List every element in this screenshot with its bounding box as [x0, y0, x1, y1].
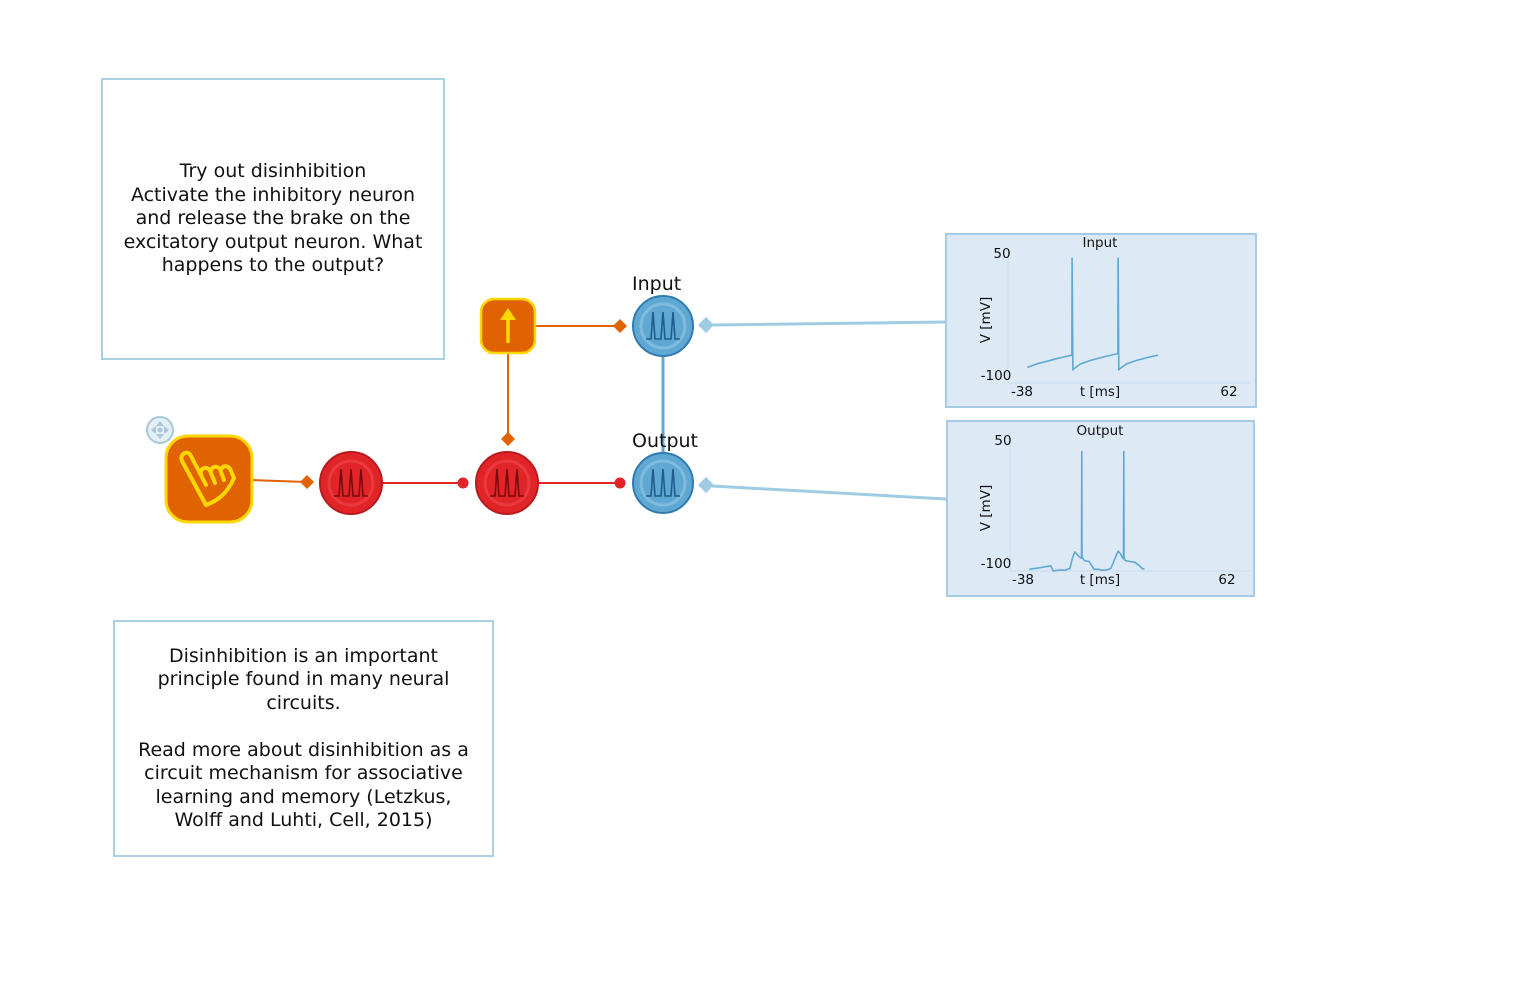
- pointing-hand-icon: [179, 450, 236, 507]
- plot-title: Input: [1083, 235, 1118, 251]
- input-neuron-label: Input: [632, 273, 681, 295]
- spike-icon: [490, 468, 524, 497]
- dc-current-source[interactable]: [479, 297, 537, 355]
- touch-sensor[interactable]: [164, 434, 254, 524]
- voltage-trace: [1029, 450, 1145, 572]
- y-axis-label: V [mV]: [978, 297, 994, 343]
- input-to-plot-connection[interactable]: [711, 320, 947, 327]
- input-neuron[interactable]: [632, 295, 694, 357]
- move-handle-icon[interactable]: [146, 416, 174, 444]
- y-axis-label: V [mV]: [978, 485, 994, 531]
- inhibitory-neuron-2[interactable]: [475, 451, 539, 515]
- output-voltage-plot[interactable]: Output t [ms] V [mV] -38 62 50 -100: [946, 420, 1255, 597]
- inhibitory-synapse-marker-1: [457, 477, 469, 489]
- input-probe-marker: [698, 317, 714, 333]
- output-neuron-label: Output: [632, 430, 698, 452]
- output-to-plot-connection[interactable]: [711, 484, 947, 501]
- spike-icon: [646, 468, 680, 497]
- y-tick-label: -100: [981, 556, 1012, 572]
- voltage-trace: [1027, 257, 1159, 371]
- plot-panel: [945, 233, 1257, 408]
- info-note: Disinhibition is an important principle …: [113, 620, 494, 857]
- y-tick-label: -100: [981, 368, 1012, 384]
- plot-panel: [946, 420, 1255, 597]
- x-tick-label: 62: [1218, 572, 1235, 588]
- excitatory-synapse-marker: [300, 475, 314, 489]
- output-neuron[interactable]: [632, 452, 694, 514]
- dc-inhibitory-synapse-marker: [501, 432, 515, 446]
- spike-icon: [646, 311, 680, 340]
- dc-input-synapse-marker: [613, 319, 627, 333]
- inhibitory-synapse-marker-2: [614, 477, 626, 489]
- y-tick-label: 50: [993, 246, 1010, 262]
- x-tick-label: -38: [1012, 572, 1034, 588]
- input-voltage-plot[interactable]: Input t [ms] V [mV] -38 62 50 -100: [945, 233, 1257, 408]
- touch-to-neuron-connection[interactable]: [251, 479, 307, 483]
- inhibitory-neuron-1[interactable]: [319, 451, 383, 515]
- plot-title: Output: [1077, 423, 1124, 439]
- up-arrow-icon: [500, 308, 516, 343]
- output-probe-marker: [698, 477, 714, 493]
- instruction-note: Try out disinhibition Activate the inhib…: [101, 78, 445, 360]
- y-tick-label: 50: [994, 433, 1011, 449]
- x-axis-label: t [ms]: [1080, 572, 1120, 588]
- x-tick-label: -38: [1011, 384, 1033, 400]
- spike-icon: [334, 468, 368, 497]
- connections: [251, 317, 947, 501]
- x-tick-label: 62: [1220, 384, 1237, 400]
- x-axis-label: t [ms]: [1080, 384, 1120, 400]
